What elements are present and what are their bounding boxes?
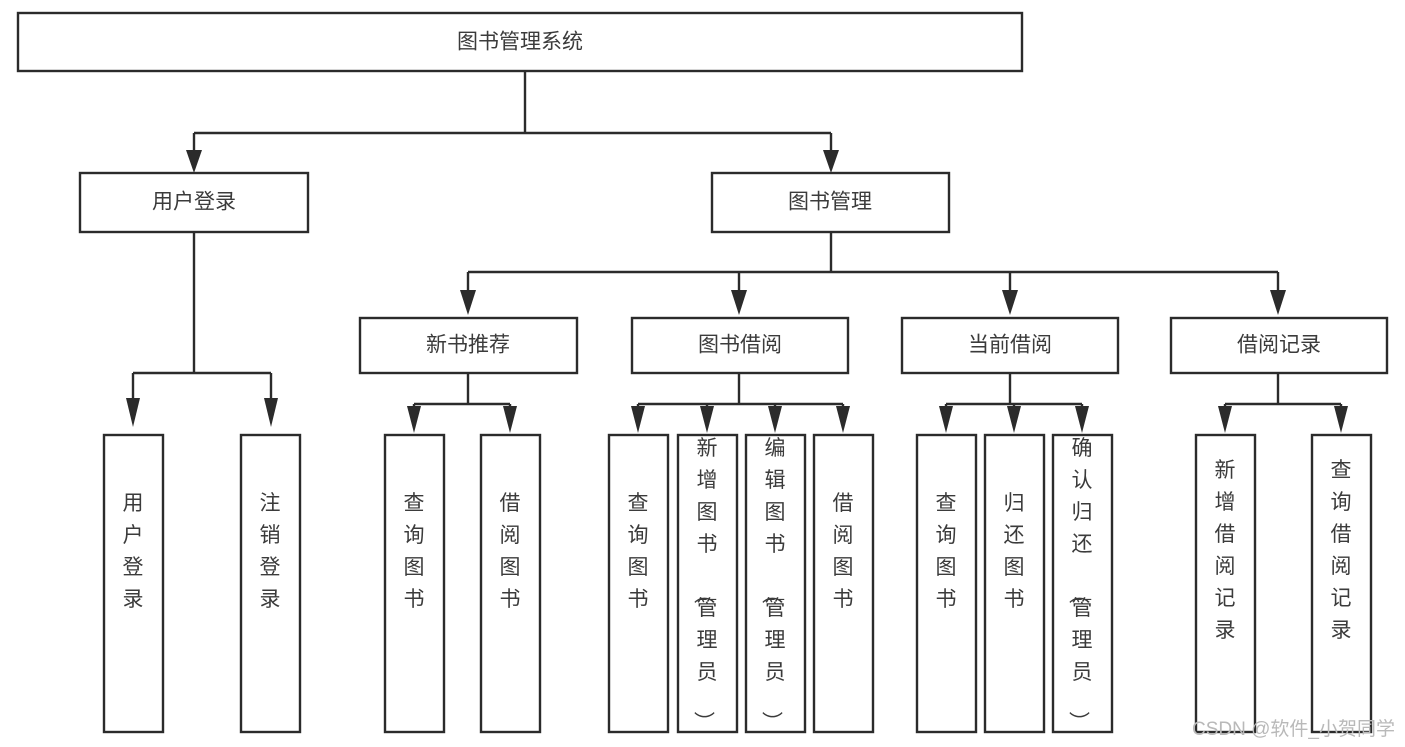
node-current-borrow-box[interactable]	[900, 316, 1120, 375]
node-new-book-recommend[interactable]: 新书推荐	[358, 316, 579, 375]
node-leaf-user-login-box[interactable]	[102, 433, 165, 734]
node-borrow-record-label: 借阅记录	[1237, 334, 1321, 357]
node-leaf-return-book[interactable]: 归还图书	[983, 433, 1046, 734]
node-leaf-user-login-label: 用户登录	[123, 492, 144, 611]
node-leaf-query-book-1-label: 查询图书	[404, 492, 425, 611]
node-leaf-query-book-3-box[interactable]	[915, 433, 978, 734]
node-leaf-return-book-box[interactable]	[983, 433, 1046, 734]
node-leaf-query-book-2[interactable]: 查询图书	[607, 433, 670, 734]
node-leaf-add-book-box[interactable]	[676, 433, 739, 734]
node-user-login[interactable]: 用户登录	[78, 171, 310, 234]
node-leaf-confirm-return-label: 确认归还（管理员）	[1067, 437, 1093, 732]
arrow-head-book-borrow	[731, 290, 747, 315]
node-root-box[interactable]	[16, 11, 1024, 73]
arrow-head-user-login	[186, 150, 202, 173]
node-leaf-edit-book-box[interactable]	[744, 433, 807, 734]
node-borrow-record[interactable]: 借阅记录	[1169, 316, 1389, 375]
node-leaf-confirm-return-box[interactable]	[1051, 433, 1114, 734]
arrow-head-book-management	[823, 150, 839, 173]
node-leaf-query-book-1-box[interactable]	[383, 433, 446, 734]
node-user-login-box[interactable]	[78, 171, 310, 234]
arrow-head-leaf-query-book-1	[407, 406, 421, 433]
arrow-head-leaf-confirm-return	[1075, 406, 1089, 433]
arrow-head-leaf-borrow-book-2	[836, 406, 850, 433]
watermark-text: CSDN @软件_小贺同学	[1192, 718, 1395, 740]
arrow-head-leaf-borrow-book-1	[503, 406, 517, 433]
node-leaf-query-book-2-label: 查询图书	[628, 492, 649, 611]
node-root-label: 图书管理系统	[457, 31, 583, 54]
node-leaf-borrow-book-1-label: 借阅图书	[500, 492, 521, 611]
arrow-head-current-borrow	[1002, 290, 1018, 315]
node-leaf-borrow-book-1[interactable]: 借阅图书	[479, 433, 542, 734]
arrow-head-leaf-add-book	[700, 406, 714, 433]
node-book-borrow-label: 图书借阅	[698, 334, 782, 357]
arrow-head-borrow-record	[1270, 290, 1286, 315]
node-leaf-add-book[interactable]: 新增图书（管理员）	[676, 433, 739, 734]
arrow-head-leaf-return-book	[1007, 406, 1021, 433]
node-leaf-query-record-box[interactable]	[1310, 433, 1373, 734]
node-leaf-add-record-box[interactable]	[1194, 433, 1257, 734]
arrow-head-leaf-user-login	[126, 398, 140, 427]
node-leaf-query-book-3[interactable]: 查询图书	[915, 433, 978, 734]
node-leaf-borrow-book-1-box[interactable]	[479, 433, 542, 734]
node-leaf-add-record[interactable]: 新增借阅记录	[1194, 433, 1257, 734]
arrow-head-leaf-edit-book	[768, 406, 782, 433]
arrow-head-leaf-query-record	[1334, 406, 1348, 433]
node-leaf-confirm-return[interactable]: 确认归还（管理员）	[1051, 433, 1114, 734]
node-leaf-query-record[interactable]: 查询借阅记录	[1310, 433, 1373, 734]
node-borrow-record-box[interactable]	[1169, 316, 1389, 375]
node-leaf-query-book-3-label: 查询图书	[936, 492, 957, 611]
node-root[interactable]: 图书管理系统	[16, 11, 1024, 73]
arrow-head-leaf-query-book-2	[631, 406, 645, 433]
arrow-head-leaf-logout-login	[264, 398, 278, 427]
node-book-management-label: 图书管理	[788, 191, 872, 214]
node-new-book-recommend-label: 新书推荐	[426, 334, 510, 357]
node-leaf-edit-book-label: 编辑图书（管理员）	[760, 437, 786, 732]
arrow-head-leaf-add-record	[1218, 406, 1232, 433]
node-leaf-borrow-book-2-label: 借阅图书	[833, 492, 854, 611]
node-leaf-query-book-2-box[interactable]	[607, 433, 670, 734]
arrow-head-leaf-query-book-3	[939, 406, 953, 433]
node-book-borrow-box[interactable]	[630, 316, 850, 375]
node-book-management[interactable]: 图书管理	[710, 171, 951, 234]
node-leaf-logout-login-label: 注销登录	[260, 492, 281, 611]
node-user-login-label: 用户登录	[152, 191, 236, 214]
node-leaf-borrow-book-2[interactable]: 借阅图书	[812, 433, 875, 734]
node-leaf-add-book-label: 新增图书（管理员）	[692, 437, 718, 732]
node-current-borrow-label: 当前借阅	[968, 334, 1052, 357]
node-leaf-add-record-label: 新增借阅记录	[1215, 459, 1236, 642]
node-book-borrow[interactable]: 图书借阅	[630, 316, 850, 375]
node-leaf-borrow-book-2-box[interactable]	[812, 433, 875, 734]
connector-layer	[126, 71, 1348, 433]
node-current-borrow[interactable]: 当前借阅	[900, 316, 1120, 375]
node-leaf-query-record-label: 查询借阅记录	[1331, 459, 1352, 642]
node-new-book-recommend-box[interactable]	[358, 316, 579, 375]
node-leaf-user-login[interactable]: 用户登录	[102, 433, 165, 734]
node-book-management-box[interactable]	[710, 171, 951, 234]
node-leaf-logout-login[interactable]: 注销登录	[239, 433, 302, 734]
node-leaf-query-book-1[interactable]: 查询图书	[383, 433, 446, 734]
node-leaf-return-book-label: 归还图书	[1004, 492, 1025, 611]
arrow-head-new-book-recommend	[460, 290, 476, 315]
node-leaf-edit-book[interactable]: 编辑图书（管理员）	[744, 433, 807, 734]
node-leaf-logout-login-box[interactable]	[239, 433, 302, 734]
